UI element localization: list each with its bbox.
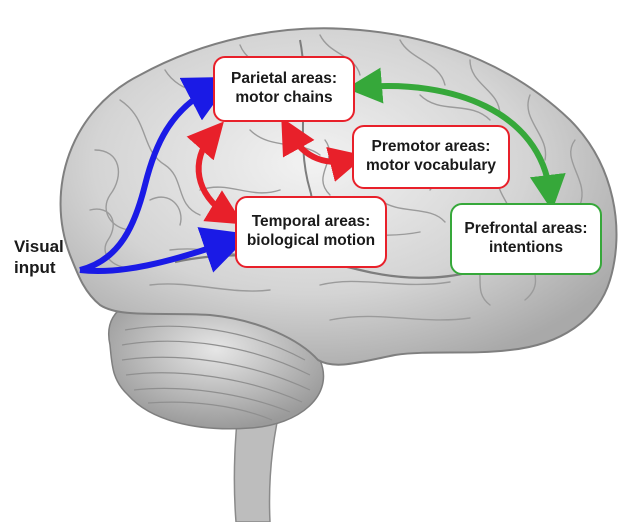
parietal-areas-box: Parietal areas: motor chains: [213, 56, 355, 122]
prefrontal-areas-box: Prefrontal areas: intentions: [450, 203, 602, 275]
parietal-box-title: Parietal areas:: [231, 70, 337, 89]
parietal-box-subtitle: motor chains: [235, 89, 332, 108]
visual-input-line2: input: [14, 257, 64, 278]
premotor-box-subtitle: motor vocabulary: [366, 157, 496, 176]
premotor-box-title: Premotor areas:: [372, 138, 491, 157]
temporal-areas-box: Temporal areas: biological motion: [235, 196, 387, 268]
visual-input-label: Visual input: [14, 236, 64, 279]
prefrontal-box-subtitle: intentions: [489, 239, 563, 258]
temporal-box-subtitle: biological motion: [247, 232, 375, 251]
prefrontal-box-title: Prefrontal areas:: [464, 220, 587, 239]
visual-input-line1: Visual: [14, 236, 64, 257]
premotor-areas-box: Premotor areas: motor vocabulary: [352, 125, 510, 189]
temporal-box-title: Temporal areas:: [252, 213, 371, 232]
